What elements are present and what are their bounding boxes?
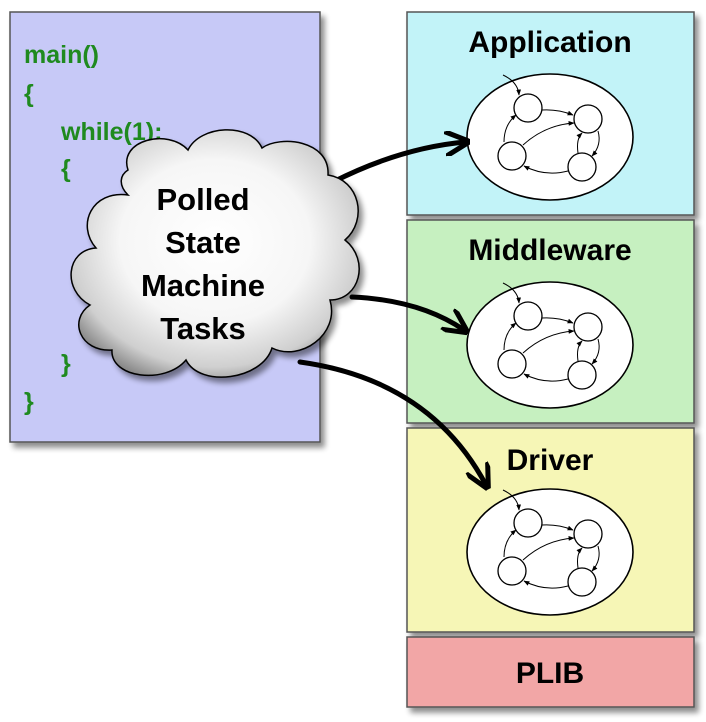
driver-state-machine bbox=[467, 489, 633, 615]
middleware-state-machine bbox=[467, 282, 633, 408]
cloud-shape bbox=[70, 129, 360, 378]
layer-stack: Application Middleware Driver PLIB bbox=[406, 11, 695, 708]
plib-layer bbox=[406, 636, 695, 708]
plib-label: PLIB bbox=[516, 657, 584, 690]
middleware-label: Middleware bbox=[468, 234, 631, 267]
code-line-close-brace: } bbox=[24, 388, 34, 416]
task-arrows bbox=[297, 142, 486, 485]
polled-tasks-cloud: Polled State Machine Tasks bbox=[70, 129, 360, 378]
application-state-machine bbox=[467, 74, 633, 200]
cloud-line-4: Tasks bbox=[160, 311, 246, 346]
arrow-to-driver bbox=[297, 359, 486, 485]
cloud-line-3: Machine bbox=[141, 268, 265, 303]
arrow-to-application bbox=[330, 142, 465, 185]
code-line-open-brace: { bbox=[24, 80, 34, 108]
driver-label: Driver bbox=[507, 444, 594, 477]
arrow-to-middleware bbox=[349, 294, 464, 330]
code-line-main: main() bbox=[24, 41, 99, 69]
code-line-inner-close-brace: } bbox=[61, 350, 71, 378]
application-label: Application bbox=[468, 26, 631, 59]
code-line-inner-open-brace: { bbox=[61, 155, 71, 183]
cloud-line-2: State bbox=[165, 225, 241, 260]
cloud-line-1: Polled bbox=[156, 182, 249, 217]
